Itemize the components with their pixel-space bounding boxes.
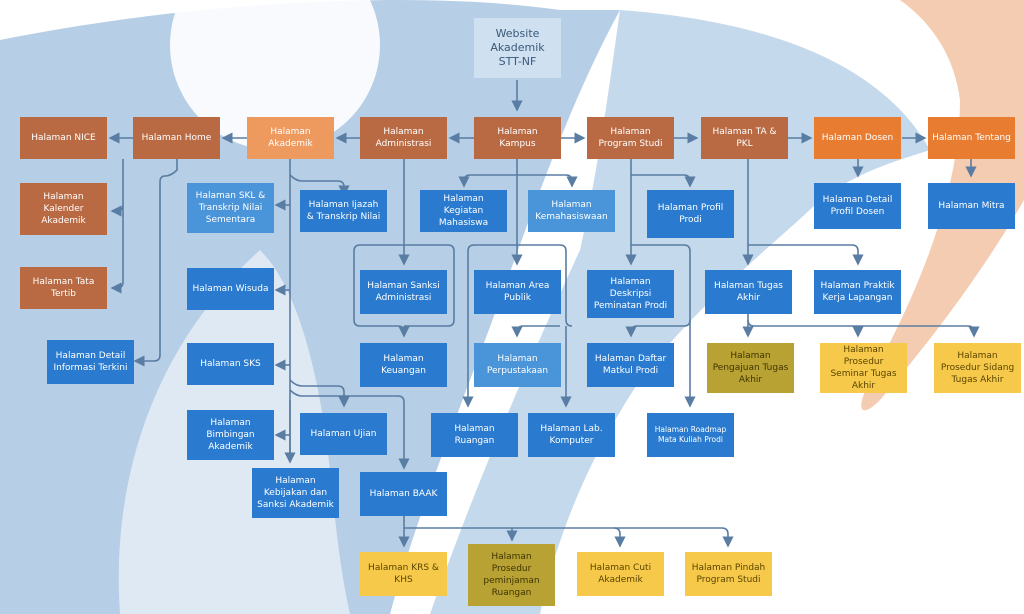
node-pengajuan-label: Halaman Pengajuan Tugas Akhir xyxy=(712,350,789,386)
node-cuti: Halaman Cuti Akademik xyxy=(577,552,664,596)
node-lab: Halaman Lab. Komputer xyxy=(528,413,615,457)
node-sidang: Halaman Prosedur Sidang Tugas Akhir xyxy=(934,343,1021,393)
node-sks-label: Halaman SKS xyxy=(200,358,261,369)
node-ruangan: Halaman Ruangan xyxy=(431,413,518,457)
node-program-studi-label: Halaman Program Studi xyxy=(598,126,663,149)
node-dosen: Halaman Dosen xyxy=(814,117,901,159)
node-peminjaman: Halaman Prosedur peminjaman Ruangan xyxy=(468,544,555,606)
node-seminar: Halaman Prosedur Seminar Tugas Akhir xyxy=(820,343,907,393)
node-detail-info: Halaman Detail Informasi Terkini xyxy=(47,340,134,384)
node-ijazah-label: Halaman Ijazah & Transkrip Nilai xyxy=(306,199,381,222)
node-mitra-label: Halaman Mitra xyxy=(938,200,1005,211)
node-tata-tertib: Halaman Tata Tertib xyxy=(20,267,107,309)
node-skl: Halaman SKL & Transkrip Nilai Sementara xyxy=(187,183,274,233)
node-wisuda: Halaman Wisuda xyxy=(187,268,274,310)
node-tugas-akhir-label: Halaman Tugas Akhir xyxy=(714,280,783,303)
node-kegiatan-label: Halaman Kegiatan Mahasiswa xyxy=(438,193,489,229)
node-baak: Halaman BAAK xyxy=(360,472,447,516)
node-skl-label: Halaman SKL & Transkrip Nilai Sementara xyxy=(195,190,266,226)
node-peminjaman-label: Halaman Prosedur peminjaman Ruangan xyxy=(483,551,540,599)
node-home-label: Halaman Home xyxy=(141,132,212,143)
node-detail-dosen: Halaman Detail Profil Dosen xyxy=(814,183,901,229)
node-pindah: Halaman Pindah Program Studi xyxy=(685,552,772,596)
node-ruangan-label: Halaman Ruangan xyxy=(454,423,495,446)
node-akademik-label: Halaman Akademik xyxy=(268,126,313,149)
node-area-publik-label: Halaman Area Publik xyxy=(485,280,550,303)
node-pkl: Halaman Praktik Kerja Lapangan xyxy=(814,270,901,314)
node-program-studi: Halaman Program Studi xyxy=(587,117,674,159)
node-administrasi-label: Halaman Administrasi xyxy=(375,126,432,149)
node-tentang-label: Halaman Tentang xyxy=(932,132,1011,143)
node-keuangan-label: Halaman Keuangan xyxy=(381,353,426,376)
node-deskripsi-label: Halaman Deskripsi Peminatan Prodi xyxy=(593,276,668,312)
node-baak-label: Halaman BAAK xyxy=(369,488,438,499)
node-ujian: Halaman Ujian xyxy=(300,413,387,455)
node-kegiatan: Halaman Kegiatan Mahasiswa xyxy=(420,190,507,232)
node-profil-prodi-label: Halaman Profil Prodi xyxy=(657,202,724,225)
watermark-orange-shape xyxy=(861,0,1024,411)
node-administrasi: Halaman Administrasi xyxy=(360,117,447,159)
node-keuangan: Halaman Keuangan xyxy=(360,343,447,387)
node-kampus-label: Halaman Kampus xyxy=(497,126,538,149)
node-tata-tertib-label: Halaman Tata Tertib xyxy=(32,276,95,299)
node-krs-label: Halaman KRS & KHS xyxy=(368,562,439,585)
node-kebijakan-label: Halaman Kebijakan dan Sanksi Akademik xyxy=(257,475,334,511)
node-detail-dosen-label: Halaman Detail Profil Dosen xyxy=(822,194,893,217)
node-root: Website Akademik STT-NF xyxy=(474,18,561,78)
node-area-publik: Halaman Area Publik xyxy=(474,270,561,314)
node-bimbingan-label: Halaman Bimbingan Akademik xyxy=(206,417,255,453)
node-sanksi-admin-label: Halaman Sanksi Administrasi xyxy=(367,280,440,303)
node-nice-label: Halaman NICE xyxy=(31,132,96,143)
node-kemahasiswaan-label: Halaman Kemahasiswaan xyxy=(535,199,608,222)
node-home: Halaman Home xyxy=(133,117,220,159)
node-ijazah: Halaman Ijazah & Transkrip Nilai xyxy=(300,190,387,232)
node-perpustakaan-label: Halaman Perpustakaan xyxy=(486,353,549,376)
node-ta-pkl-label: Halaman TA & PKL xyxy=(712,126,777,149)
node-detail-info-label: Halaman Detail Informasi Terkini xyxy=(53,350,128,373)
node-nice: Halaman NICE xyxy=(20,117,107,159)
node-ta-pkl: Halaman TA & PKL xyxy=(701,117,788,159)
node-kampus: Halaman Kampus xyxy=(474,117,561,159)
node-pindah-label: Halaman Pindah Program Studi xyxy=(691,562,766,585)
node-root-label: Website Akademik STT-NF xyxy=(490,26,545,69)
node-krs: Halaman KRS & KHS xyxy=(360,552,447,596)
node-profil-prodi: Halaman Profil Prodi xyxy=(647,190,734,238)
node-matkul: Halaman Daftar Matkul Prodi xyxy=(587,343,674,387)
node-kalender: Halaman Kalender Akademik xyxy=(20,183,107,235)
node-akademik: Halaman Akademik xyxy=(247,117,334,159)
node-kemahasiswaan: Halaman Kemahasiswaan xyxy=(528,190,615,232)
node-kalender-label: Halaman Kalender Akademik xyxy=(41,191,86,227)
node-dosen-label: Halaman Dosen xyxy=(821,132,894,143)
node-roadmap-label: Halaman Roadmap Mata Kuliah Prodi xyxy=(654,424,727,444)
node-mitra: Halaman Mitra xyxy=(928,183,1015,229)
node-ujian-label: Halaman Ujian xyxy=(310,428,377,439)
watermark-white-circle xyxy=(170,0,380,150)
node-wisuda-label: Halaman Wisuda xyxy=(192,283,269,294)
node-matkul-label: Halaman Daftar Matkul Prodi xyxy=(594,353,667,376)
node-sidang-label: Halaman Prosedur Sidang Tugas Akhir xyxy=(940,350,1015,386)
node-sanksi-admin: Halaman Sanksi Administrasi xyxy=(360,270,447,314)
node-roadmap: Halaman Roadmap Mata Kuliah Prodi xyxy=(647,413,734,457)
node-kebijakan: Halaman Kebijakan dan Sanksi Akademik xyxy=(252,468,339,518)
node-sks: Halaman SKS xyxy=(187,343,274,385)
node-seminar-label: Halaman Prosedur Seminar Tugas Akhir xyxy=(830,344,897,392)
node-tentang: Halaman Tentang xyxy=(928,117,1015,159)
node-pengajuan: Halaman Pengajuan Tugas Akhir xyxy=(707,343,794,393)
node-bimbingan: Halaman Bimbingan Akademik xyxy=(187,410,274,460)
node-deskripsi: Halaman Deskripsi Peminatan Prodi xyxy=(587,270,674,318)
node-pkl-label: Halaman Praktik Kerja Lapangan xyxy=(820,280,895,303)
node-lab-label: Halaman Lab. Komputer xyxy=(540,423,603,446)
node-cuti-label: Halaman Cuti Akademik xyxy=(589,562,652,585)
node-perpustakaan: Halaman Perpustakaan xyxy=(474,343,561,387)
node-tugas-akhir: Halaman Tugas Akhir xyxy=(705,270,792,314)
